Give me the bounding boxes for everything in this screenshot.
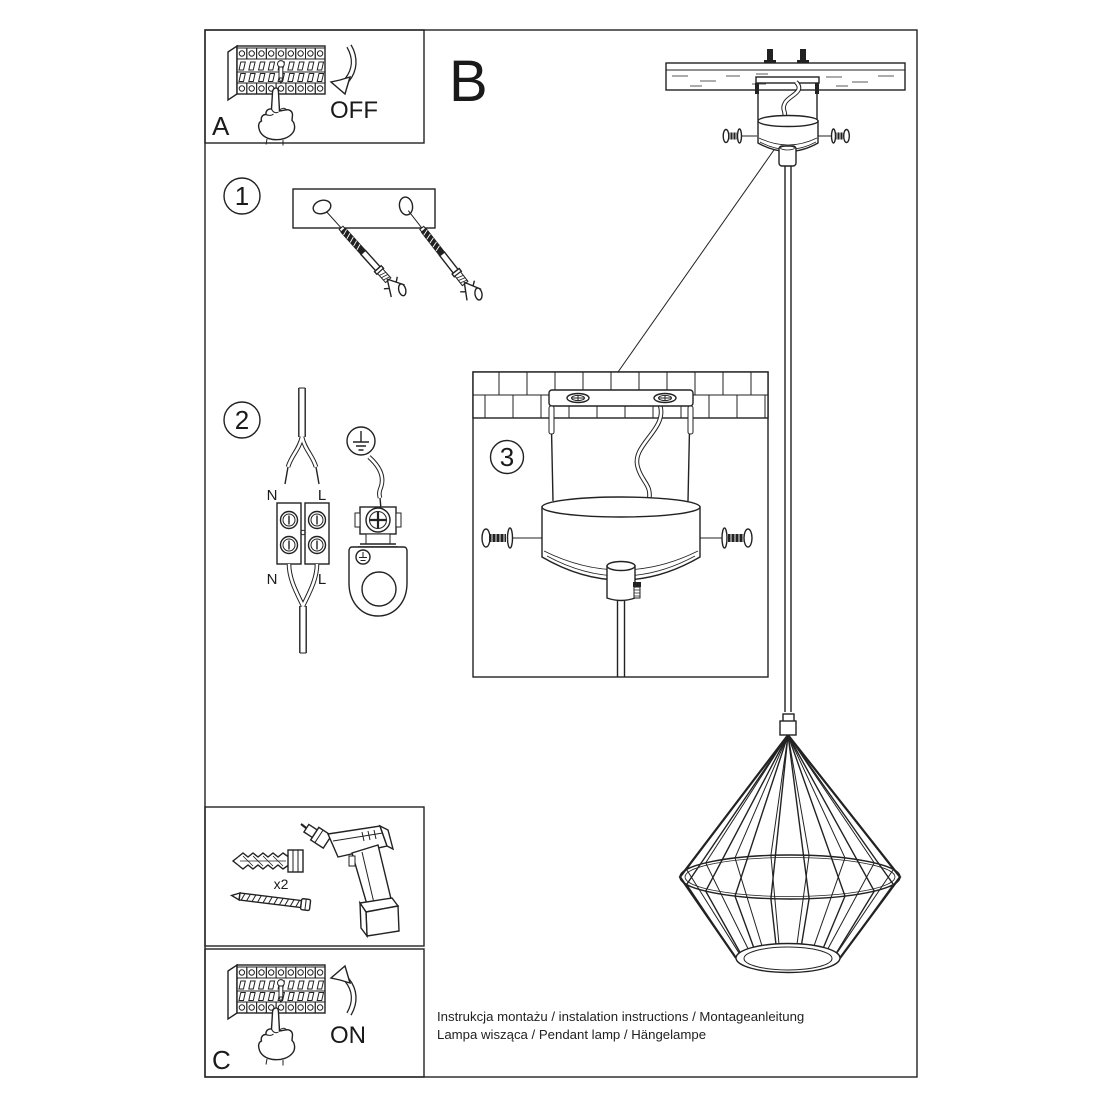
- cage-ferrule: [779, 720, 797, 736]
- drill-icon: [300, 823, 400, 939]
- terminal-label-n-bottom: N: [267, 571, 278, 588]
- step-2-illustration: 2 N L N L: [223, 387, 408, 654]
- beam-bracket: [755, 76, 820, 84]
- bracket-screw-right: [653, 392, 677, 404]
- ground-symbol-icon: [346, 426, 376, 456]
- panel-on-box: C ON: [204, 948, 425, 1078]
- canopy-screw-right-small: [818, 128, 851, 144]
- footer: Instrukcja montażu / instalation instruc…: [437, 1009, 804, 1042]
- pointing-hand-icon: [257, 1007, 296, 1067]
- canopy-wire-small: [781, 80, 802, 120]
- step-3-illustration: 3: [472, 371, 769, 678]
- step-1-number: 1: [235, 181, 249, 211]
- pointing-hand-icon: [257, 87, 296, 147]
- screw-anchor-left: [318, 204, 412, 305]
- ground-clamp: [348, 455, 408, 617]
- off-label: OFF: [330, 97, 378, 124]
- arrow-up-icon: [329, 964, 357, 1016]
- step-1-illustration: 1: [223, 177, 489, 309]
- canopy-screw-left: [481, 527, 542, 549]
- screw-icon: [229, 892, 312, 912]
- tools-box: x2: [204, 806, 425, 947]
- panel-off-box: A OFF: [204, 29, 425, 147]
- plate-hole-left: [312, 199, 332, 215]
- canopy-wire: [634, 404, 664, 501]
- screw-anchor-right: [400, 203, 489, 309]
- arrow-down-icon: [329, 44, 357, 96]
- mounting-bracket: [548, 389, 694, 435]
- section-b-label: B: [449, 49, 488, 114]
- box-c-label: C: [212, 1045, 231, 1075]
- terminal-label-l-top: L: [318, 487, 326, 504]
- canopy-large: [541, 496, 701, 581]
- detail-leader-line: [617, 129, 789, 373]
- lamp-shade-cage: [678, 713, 902, 974]
- cord-grip-large: [606, 560, 641, 602]
- anchor-count-label: x2: [274, 876, 289, 892]
- on-label: ON: [330, 1022, 366, 1049]
- terminal-label-n-top: N: [267, 487, 278, 504]
- plate-hole-right: [398, 196, 414, 216]
- canopy-screw-left-small: [722, 128, 757, 144]
- supply-cable: [284, 387, 320, 485]
- shade-diffuser: [743, 946, 833, 971]
- lamp-cable: [286, 563, 320, 654]
- box-a-label: A: [212, 111, 230, 141]
- step-2-number: 2: [235, 405, 249, 435]
- terminal-label-l-bottom: L: [318, 571, 326, 588]
- canopy-screw-right: [700, 527, 753, 549]
- canopy-small: [757, 114, 819, 153]
- bracket-screw-left: [566, 392, 590, 404]
- terminal-block: [276, 502, 330, 565]
- footer-line-1: Instrukcja montażu / instalation instruc…: [437, 1009, 804, 1024]
- wall-plug-icon: [231, 849, 304, 873]
- beam-bolt: [767, 49, 773, 64]
- footer-line-2: Lampa wisząca / Pendant lamp / Hängelamp…: [437, 1027, 706, 1042]
- ceiling-assembly: [617, 49, 906, 712]
- beam-bolt: [800, 49, 806, 64]
- step-3-number: 3: [500, 442, 514, 472]
- cord-grip-small: [778, 145, 797, 167]
- sheet-border: [204, 29, 918, 1078]
